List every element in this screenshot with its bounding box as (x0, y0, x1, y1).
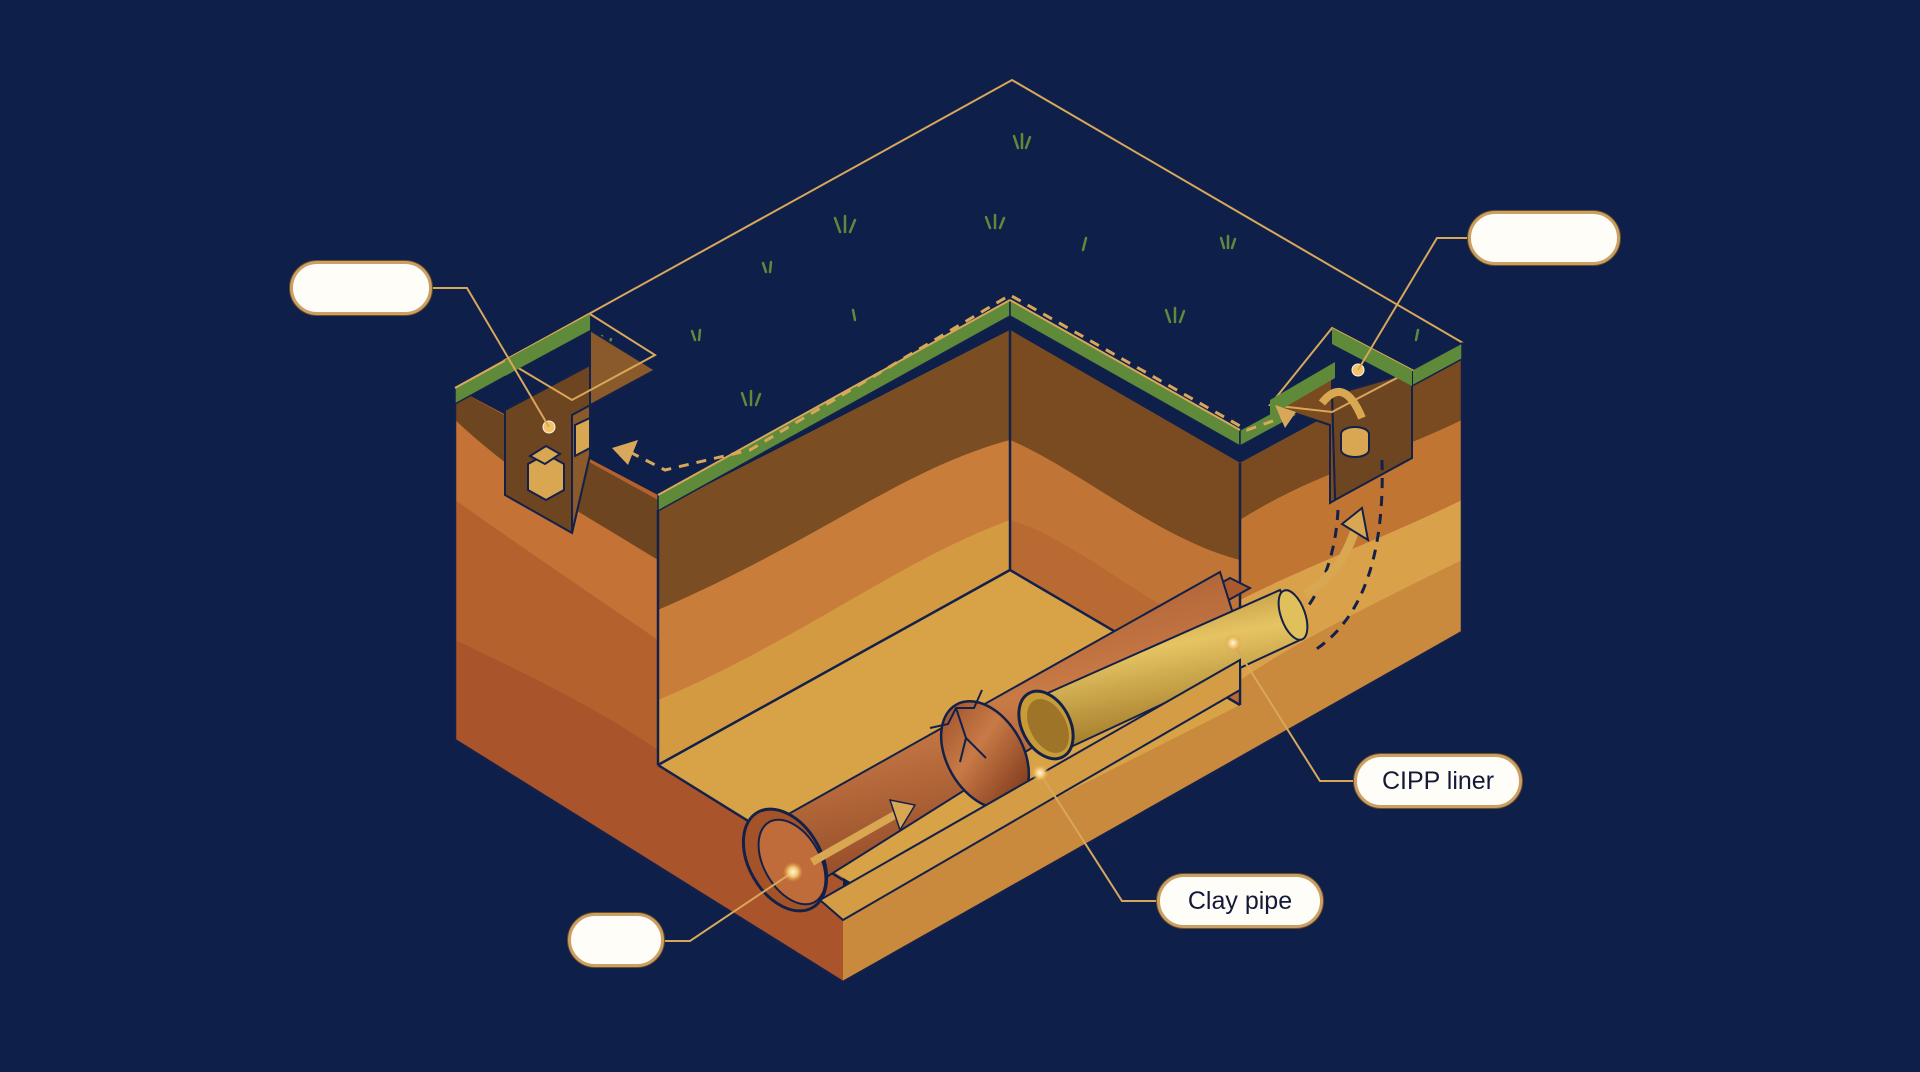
clay-pipe (741, 570, 1237, 913)
leader-dots (783, 634, 1242, 882)
cipp-liner-tube (1017, 588, 1309, 761)
leader-lines (430, 237, 1470, 942)
pit-equipment-icon (527, 416, 591, 502)
trench-back-wall-left (658, 330, 1010, 765)
surface-outline (454, 78, 1464, 389)
label-pipe-interior (568, 913, 664, 967)
inversion-drum-icon (1318, 388, 1370, 458)
label-cipp-liner: CIPP liner (1354, 754, 1522, 808)
label-right-pit (1468, 211, 1620, 265)
surface-dashed-path (612, 293, 1296, 472)
right-access-pit (1267, 326, 1415, 505)
grass-tufts (591, 132, 1420, 407)
underground-path (1269, 459, 1384, 652)
label-clay-pipe: Clay pipe (1157, 874, 1323, 928)
left-access-pit (502, 312, 657, 535)
pipe-assembly (741, 570, 1309, 922)
label-left-pit (290, 261, 432, 315)
